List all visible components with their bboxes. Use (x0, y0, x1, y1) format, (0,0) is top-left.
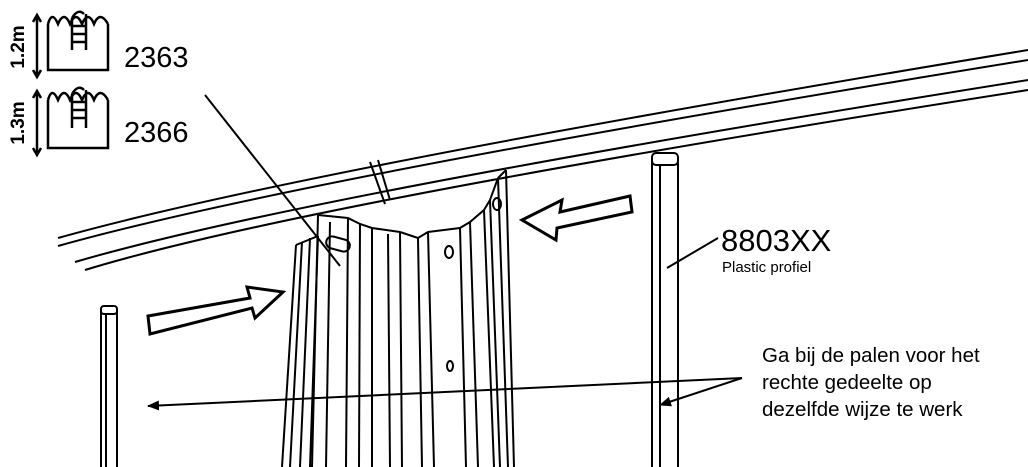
pool-ladder-icon (31, 10, 110, 80)
instruction-line: rechte gedeelte op (762, 371, 932, 394)
leader-profile-code (666, 237, 719, 269)
metal-upright-post (281, 169, 515, 467)
pool-height-label: 1.3m (8, 101, 29, 145)
post-code-label: 2366 (124, 117, 189, 149)
note-arrow-left (147, 377, 743, 411)
plastic-profile-left (100, 305, 118, 467)
insert-arrow-left (146, 285, 287, 336)
pool-height-label: 1.2m (8, 25, 29, 69)
plastic-profile-right (651, 152, 679, 467)
pool-top-rail (57, 49, 1028, 271)
profile-code-label: 8803XX (721, 223, 832, 258)
instruction-line: dezelfde wijze te werk (762, 398, 963, 421)
insert-arrow-right (518, 194, 634, 243)
note-arrow-right (659, 377, 743, 407)
leader-post-code (204, 94, 341, 267)
pool-ladder-icon (31, 86, 110, 158)
instruction-line: Ga bij de palen voor het (762, 344, 980, 367)
profile-name-label: Plastic profiel (722, 259, 812, 276)
post-code-label: 2363 (124, 42, 189, 74)
